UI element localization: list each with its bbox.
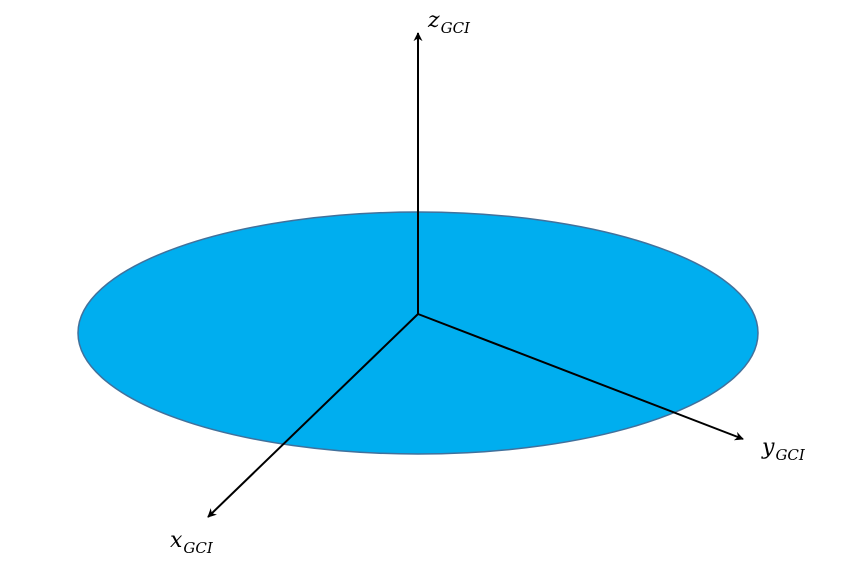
y-axis-label-base: y <box>762 435 775 460</box>
z-axis-label-subscript: GCI <box>440 19 470 37</box>
z-axis-label-base: z <box>428 8 440 33</box>
y-axis-label-subscript: GCI <box>775 446 805 464</box>
x-axis-label-base: x <box>170 528 183 553</box>
x-axis-label-subscript: GCI <box>183 539 213 557</box>
z-axis-label: zGCI <box>428 8 470 36</box>
y-axis-label: yGCI <box>762 435 805 463</box>
x-axis-label: xGCI <box>170 528 213 556</box>
x-axis <box>207 313 419 518</box>
y-axis <box>417 313 744 441</box>
